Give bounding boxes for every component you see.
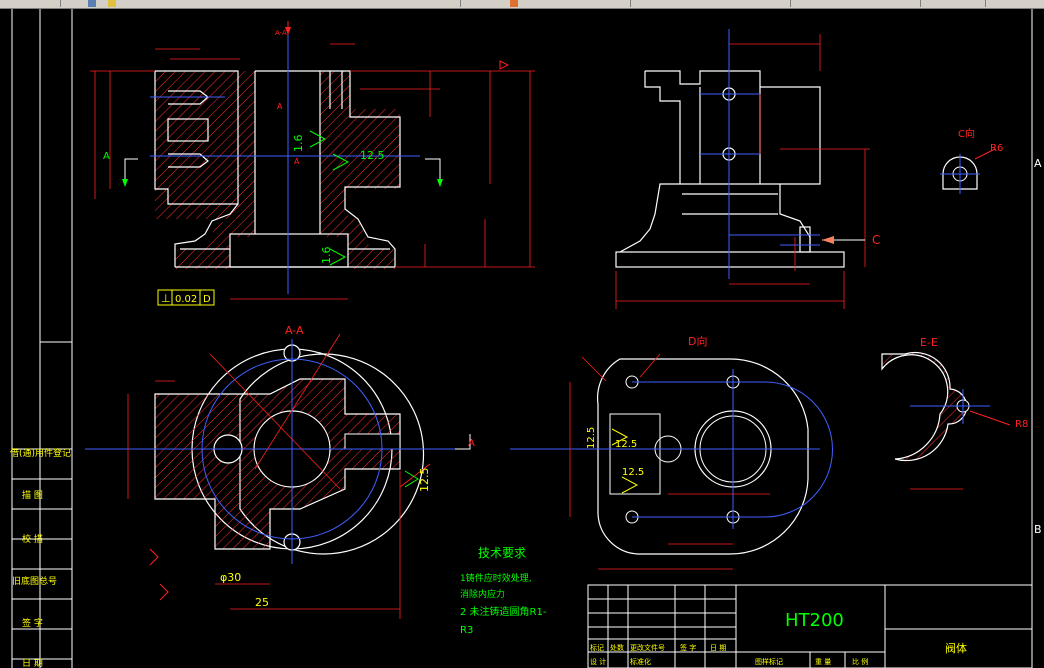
drawing-canvas[interactable]: 借(通)用件登记 描 图 校 描 旧底图总号 签 字 日 期 A B — [0, 9, 1044, 668]
dia-label: φ30 — [220, 571, 241, 584]
section-a-a-view: A-A A φ30 25 12.5 — [85, 324, 475, 619]
section-letter-mid: A — [277, 102, 283, 111]
roughness-value: 12.5 — [622, 467, 644, 478]
left-strip: 借(通)用件登记 描 图 校 描 旧底图总号 签 字 日 期 — [10, 447, 72, 668]
view-title-c: C向 — [958, 127, 975, 140]
tb-cell: 图样标记 — [755, 657, 783, 666]
layer-state-dropdown[interactable] — [80, 0, 518, 7]
color-dropdown[interactable] — [470, 0, 631, 7]
lineweight-dropdown[interactable] — [800, 0, 921, 7]
dim-label: 25 — [255, 596, 269, 609]
section-letter-mid2: A — [294, 157, 300, 166]
roughness-value: 1.6 — [320, 247, 333, 265]
tech-line: 1铸件应时效处理, — [460, 572, 532, 584]
tb-cell: 处数 — [610, 643, 624, 652]
view-title-aa: A-A — [285, 324, 304, 337]
view-title-d: D向 — [688, 334, 707, 348]
tolerance-value: 0.02 — [175, 294, 197, 305]
title-block — [587, 584, 1033, 668]
tech-line: 2 未注铸造圆角R1- — [460, 605, 547, 618]
roughness-value: 12.5 — [360, 149, 385, 162]
tb-cell: 标准化 — [630, 657, 651, 666]
tech-requirements: 技术要求 1铸件应时效处理, 消除内应力 2 未注铸造圆角R1- R3 — [460, 546, 547, 636]
perpendicularity-icon: ⊥ — [161, 292, 171, 305]
strip-label: 借(通)用件登记 — [10, 447, 71, 459]
layer-dropdown[interactable] — [0, 0, 61, 7]
tech-line: R3 — [460, 625, 473, 636]
tb-cell: 更改文件号 — [630, 643, 665, 652]
strip-label: 校 描 — [22, 533, 43, 545]
radius-label: R6 — [990, 143, 1003, 154]
material-label: HT200 — [785, 610, 844, 631]
strip-label: 旧底图总号 — [12, 575, 57, 587]
layer-icon — [88, 0, 96, 7]
d-view: D向 12.5 12.5 12.5 — [510, 334, 833, 570]
roughness-value: 12.5 — [586, 427, 597, 449]
front-view: A-A A A A 1.6 12.5 1.6 ⊥ 0.02 D — [90, 21, 535, 306]
tb-cell: 日 期 — [710, 644, 726, 652]
tb-cell: 重 量 — [815, 658, 831, 666]
tolerance-frame — [157, 289, 215, 306]
part-name: 阀体 — [945, 641, 967, 655]
roughness-value: 1.6 — [292, 135, 305, 153]
tolerance-datum: D — [203, 294, 211, 305]
tb-cell: 签 字 — [680, 643, 696, 652]
layer-state-icon — [108, 0, 116, 7]
strip-label: 描 图 — [22, 489, 43, 501]
tb-cell: 比 例 — [852, 657, 868, 666]
e-e-view: E-E R8 — [881, 336, 1028, 490]
section-letter-aa: A — [468, 438, 475, 449]
c-view: C向 R6 — [940, 127, 1003, 194]
tech-line: 消除内应力 — [460, 588, 505, 600]
radius-label: R8 — [1015, 419, 1028, 430]
zone-letter-a: A — [1034, 157, 1042, 170]
view-letter-c: C — [872, 233, 880, 247]
strip-label: 签 字 — [22, 617, 43, 629]
tb-cell: 标记 — [590, 643, 604, 652]
section-label-top: A-A — [275, 29, 287, 37]
roughness-value: 12.5 — [418, 468, 431, 493]
roughness-value: 12.5 — [615, 439, 637, 450]
plotstyle-dropdown[interactable] — [925, 0, 986, 7]
section-letter-left: A — [103, 151, 110, 162]
side-view: C — [615, 29, 880, 309]
view-title-ee: E-E — [920, 336, 938, 349]
linetype-dropdown[interactable] — [640, 0, 791, 7]
tech-title: 技术要求 — [478, 546, 526, 560]
cad-toolbar — [0, 0, 1044, 9]
strip-label: 日 期 — [22, 658, 43, 668]
tb-cell: 设 计 — [590, 657, 606, 666]
color-icon — [510, 0, 518, 7]
zone-letter-b: B — [1034, 523, 1042, 536]
sheet-border — [11, 9, 1033, 668]
